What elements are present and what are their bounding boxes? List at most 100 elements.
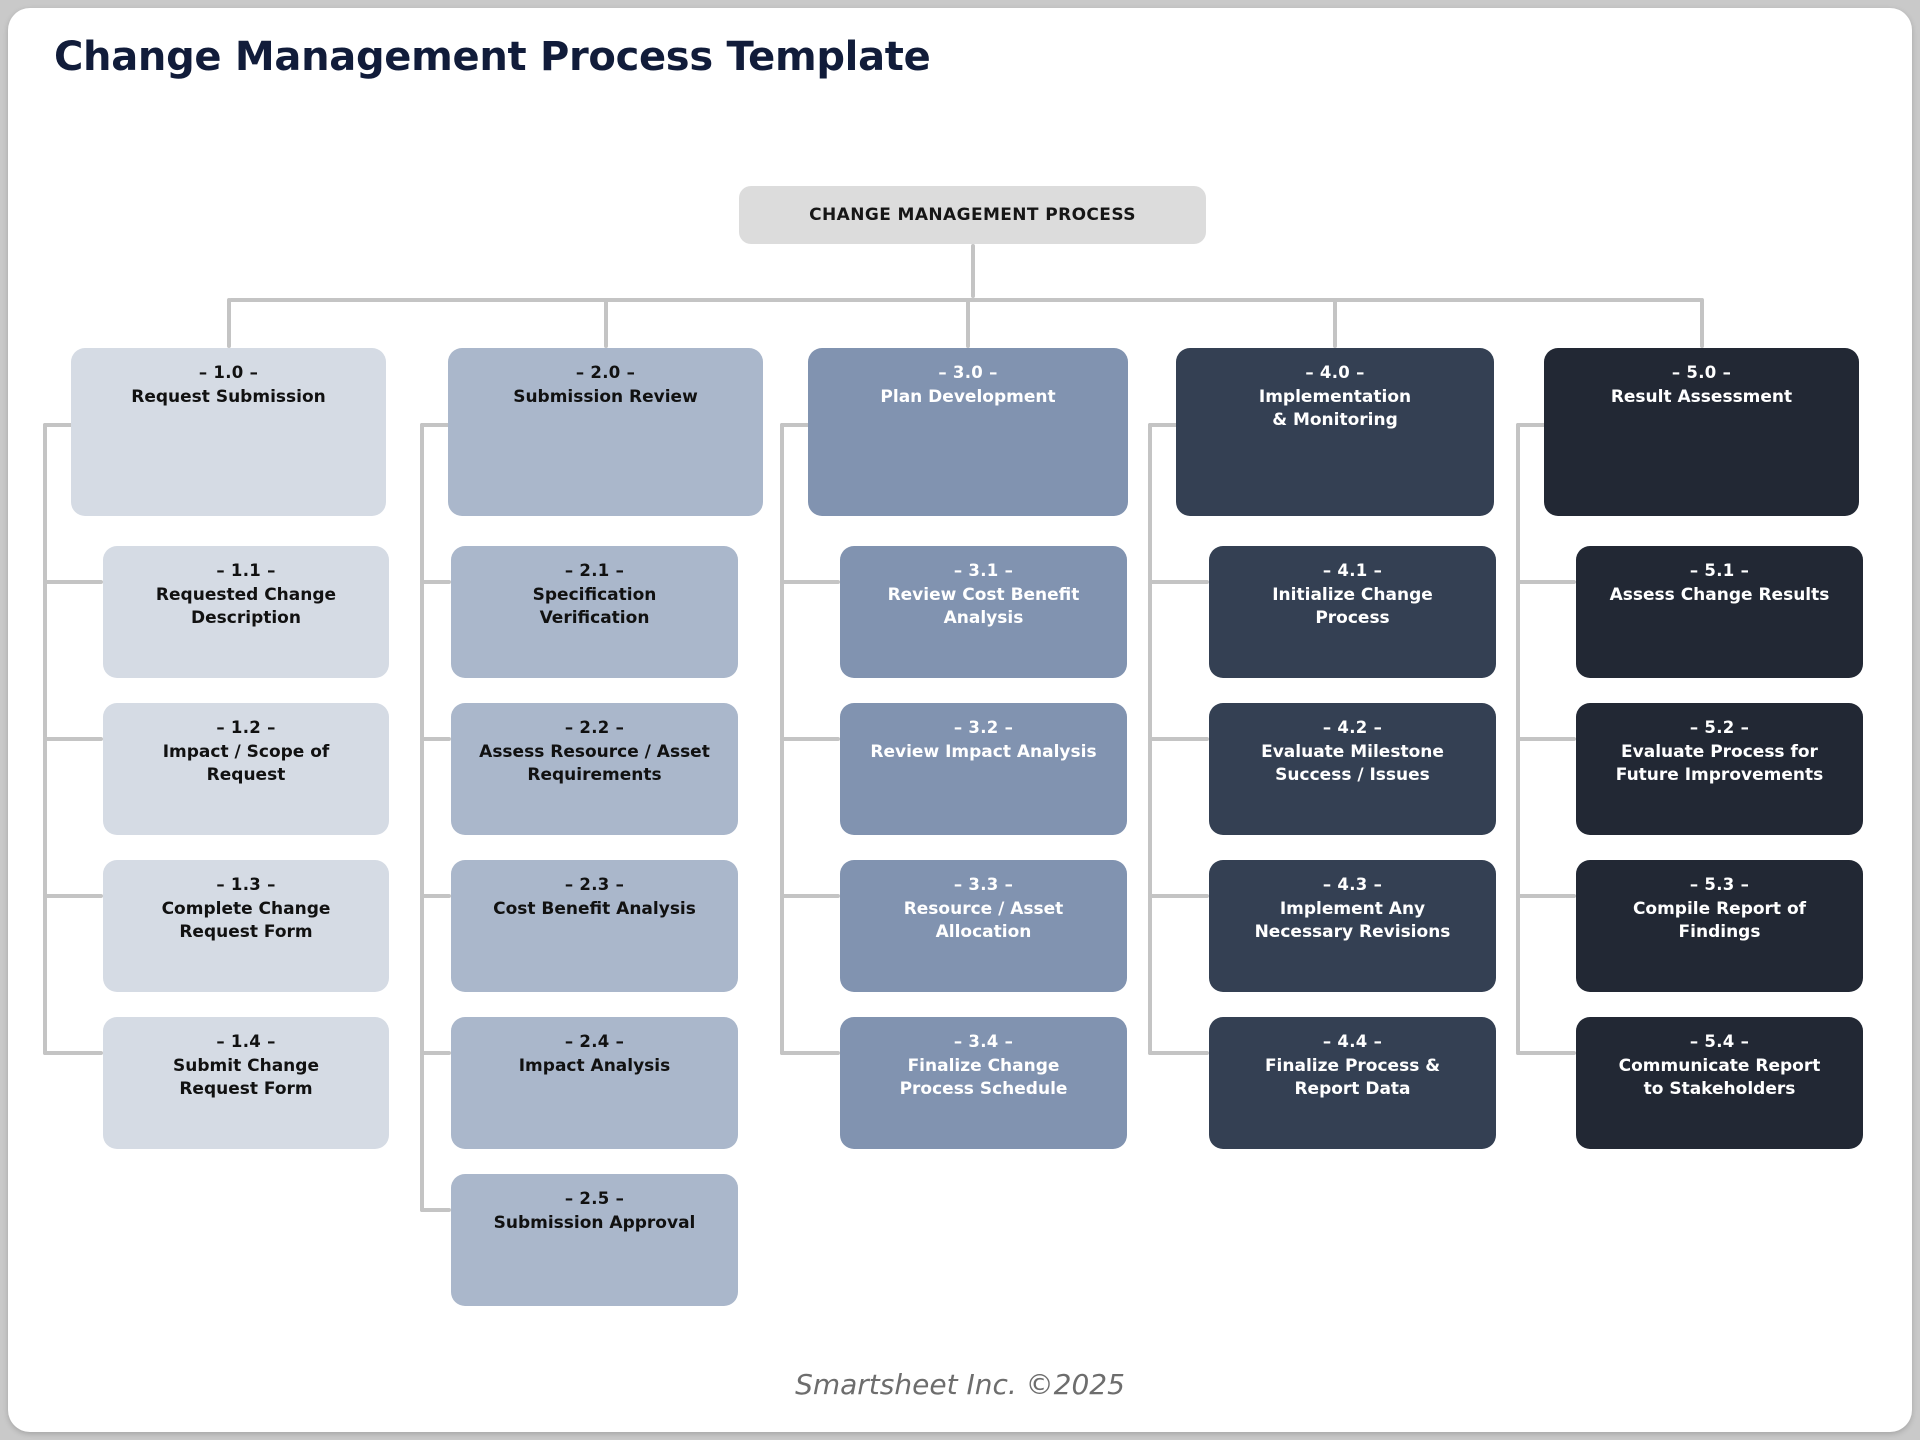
task-number: – 3.3 – <box>953 875 1014 894</box>
task-number: – 1.3 – <box>216 875 276 894</box>
task-number: – 2.4 – <box>564 1032 625 1051</box>
task-node-col4-1[interactable]: – 4.1 – Initialize Change Process <box>1209 546 1496 678</box>
task-label: Cost Benefit Analysis <box>493 899 696 920</box>
task-stub-line <box>1516 894 1576 898</box>
task-node-col2-4[interactable]: – 2.4 –Impact Analysis <box>451 1017 738 1149</box>
task-number: – 5.2 – <box>1689 718 1750 737</box>
task-number: – 3.1 – <box>953 561 1014 580</box>
phase-elbow-line <box>1516 423 1548 427</box>
task-node-col4-2[interactable]: – 4.2 – Evaluate Milestone Success / Issu… <box>1209 703 1496 835</box>
phase-elbow-line <box>43 423 75 427</box>
task-node-col3-1[interactable]: – 3.1 – Review Cost Benefit Analysis <box>840 546 1127 678</box>
phase-head-col2[interactable]: – 2.0 –Submission Review <box>448 348 763 516</box>
phase-label: Request Submission <box>131 387 326 408</box>
task-stub-line <box>780 580 840 584</box>
phase-label: Implementation & Monitoring <box>1258 387 1412 430</box>
task-node-col5-1[interactable]: – 5.1 –Assess Change Results <box>1576 546 1863 678</box>
task-stub-line <box>1516 580 1576 584</box>
task-node-col5-2[interactable]: – 5.2 – Evaluate Process for Future Impro… <box>1576 703 1863 835</box>
task-label: Communicate Report to Stakeholders <box>1618 1056 1821 1099</box>
task-number: – 4.2 – <box>1322 718 1383 737</box>
task-label: Impact / Scope of Request <box>162 742 330 785</box>
task-number: – 3.2 – <box>953 718 1014 737</box>
branch-drop-line <box>1699 298 1704 348</box>
task-node-col3-2[interactable]: – 3.2 – Review Impact Analysis <box>840 703 1127 835</box>
task-node-col5-4[interactable]: – 5.4 – Communicate Report to Stakeholder… <box>1576 1017 1863 1149</box>
task-label: Review Cost Benefit Analysis <box>887 585 1080 628</box>
task-stub-line <box>780 1051 840 1055</box>
branch-drop-line <box>1333 298 1337 348</box>
phase-number: – 3.0 – <box>938 363 998 382</box>
phase-number: – 5.0 – <box>1671 363 1732 382</box>
phase-spine-line <box>420 423 424 1212</box>
task-node-col2-5[interactable]: – 2.5 – Submission Approval <box>451 1174 738 1306</box>
task-number: – 4.1 – <box>1322 561 1383 580</box>
task-number: – 2.1 – <box>564 561 625 580</box>
task-number: – 2.5 – <box>564 1189 625 1208</box>
task-label: Resource / Asset Allocation <box>903 899 1064 942</box>
task-label: Review Impact Analysis <box>870 742 1097 763</box>
task-stub-line <box>1516 1051 1576 1055</box>
task-number: – 4.3 – <box>1322 875 1383 894</box>
top-bus-line <box>228 298 1702 302</box>
task-stub-line <box>420 1208 451 1212</box>
task-node-col1-4[interactable]: – 1.4 –Submit Change Request Form <box>103 1017 389 1149</box>
task-node-col3-3[interactable]: – 3.3 – Resource / Asset Allocation <box>840 860 1127 992</box>
task-node-col1-2[interactable]: – 1.2 – Impact / Scope of Request <box>103 703 389 835</box>
task-label: Evaluate Process for Future Improvements <box>1615 742 1824 785</box>
task-node-col4-3[interactable]: – 4.3 – Implement Any Necessary Revisions <box>1209 860 1496 992</box>
task-number: – 1.1 – <box>216 561 276 580</box>
diagram-canvas: Change Management Process Template CHANG… <box>8 8 1912 1432</box>
phase-head-col1[interactable]: – 1.0 – Request Submission <box>71 348 386 516</box>
task-label: Specification Verification <box>532 585 657 628</box>
task-label: Submission Approval <box>493 1213 696 1234</box>
task-node-col1-1[interactable]: – 1.1 –Requested Change Description <box>103 546 389 678</box>
branch-drop-line <box>226 298 231 348</box>
task-label: Complete Change Request Form <box>161 899 331 942</box>
phase-elbow-line <box>420 423 452 427</box>
task-label: Finalize Process & Report Data <box>1264 1056 1441 1099</box>
task-stub-line <box>420 737 451 741</box>
task-label: Submit Change Request Form <box>173 1056 319 1099</box>
task-node-col5-3[interactable]: – 5.3 –Compile Report of Findings <box>1576 860 1863 992</box>
task-stub-line <box>1516 737 1576 741</box>
task-node-col2-1[interactable]: – 2.1 – Specification Verification <box>451 546 738 678</box>
task-label: Assess Resource / Asset Requirements <box>479 742 710 785</box>
connector-lines <box>8 8 1912 1432</box>
task-number: – 4.4 – <box>1322 1032 1383 1051</box>
phase-head-col5[interactable]: – 5.0 – Result Assessment <box>1544 348 1859 516</box>
task-number: – 1.2 – <box>216 718 276 737</box>
task-stub-line <box>1148 894 1209 898</box>
phase-number: – 1.0 – <box>198 363 259 382</box>
task-stub-line <box>780 894 840 898</box>
task-number: – 2.2 – <box>564 718 625 737</box>
task-label: Evaluate Milestone Success / Issues <box>1261 742 1444 785</box>
branch-drop-line <box>966 298 970 348</box>
task-number: – 5.4 – <box>1689 1032 1750 1051</box>
task-number: – 3.4 – <box>953 1032 1014 1051</box>
page-title: Change Management Process Template <box>54 34 931 80</box>
phase-label: Plan Development <box>880 387 1056 408</box>
task-stub-line <box>43 580 103 584</box>
task-label: Implement Any Necessary Revisions <box>1254 899 1451 942</box>
task-stub-line <box>43 1051 103 1055</box>
phase-elbow-line <box>1148 423 1180 427</box>
task-node-col3-4[interactable]: – 3.4 –Finalize Change Process Schedule <box>840 1017 1127 1149</box>
phase-head-col4[interactable]: – 4.0 –Implementation & Monitoring <box>1176 348 1494 516</box>
task-stub-line <box>1148 737 1209 741</box>
phase-number: – 2.0 – <box>575 363 636 382</box>
task-node-col2-3[interactable]: – 2.3 –Cost Benefit Analysis <box>451 860 738 992</box>
task-stub-line <box>43 737 103 741</box>
task-node-col4-4[interactable]: – 4.4 – Finalize Process & Report Data <box>1209 1017 1496 1149</box>
branch-drop-line <box>603 298 608 348</box>
task-label: Initialize Change Process <box>1272 585 1433 628</box>
task-stub-line <box>1148 580 1209 584</box>
task-stub-line <box>780 737 840 741</box>
root-node[interactable]: CHANGE MANAGEMENT PROCESS <box>739 186 1206 244</box>
phase-label: Result Assessment <box>1610 387 1793 408</box>
task-node-col1-3[interactable]: – 1.3 – Complete Change Request Form <box>103 860 389 992</box>
task-stub-line <box>1148 1051 1209 1055</box>
phase-head-col3[interactable]: – 3.0 – Plan Development <box>808 348 1128 516</box>
task-node-col2-2[interactable]: – 2.2 – Assess Resource / Asset Requireme… <box>451 703 738 835</box>
task-label: Compile Report of Findings <box>1632 899 1807 942</box>
